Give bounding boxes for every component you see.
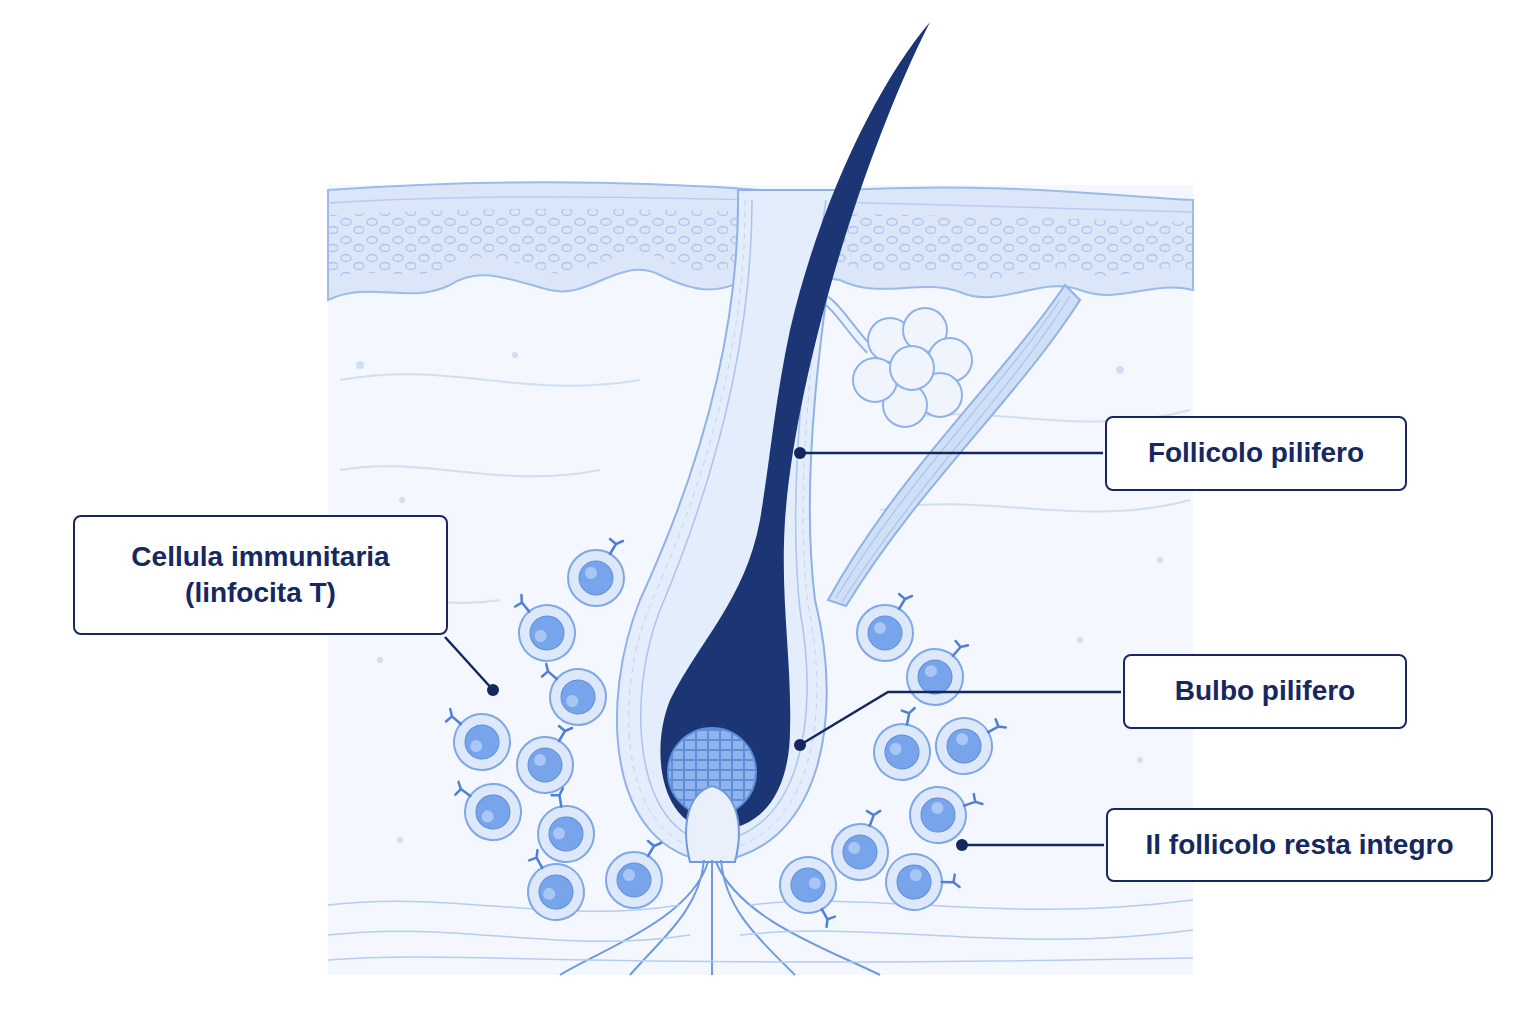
leader-lines — [445, 453, 1121, 845]
arrector-muscle — [828, 285, 1080, 606]
leader-dots — [487, 447, 968, 851]
label-text: Il follicolo resta integro — [1145, 827, 1453, 863]
label-box: Bulbo pilifero — [1123, 654, 1407, 729]
label-text: Follicolo pilifero — [1148, 435, 1364, 471]
dermal-fibers — [328, 900, 1193, 962]
label-box: Follicolo pilifero — [1105, 416, 1407, 491]
label-box: Il follicolo resta integro — [1106, 808, 1493, 882]
label-text: Cellula immunitaria (linfocita T) — [99, 539, 422, 612]
sebaceous-gland — [826, 300, 972, 427]
t-lymphocytes — [439, 539, 1008, 930]
label-text: Bulbo pilifero — [1175, 673, 1355, 709]
hair-shaft — [660, 22, 930, 830]
label-box: Cellula immunitaria (linfocita T) — [73, 515, 448, 635]
